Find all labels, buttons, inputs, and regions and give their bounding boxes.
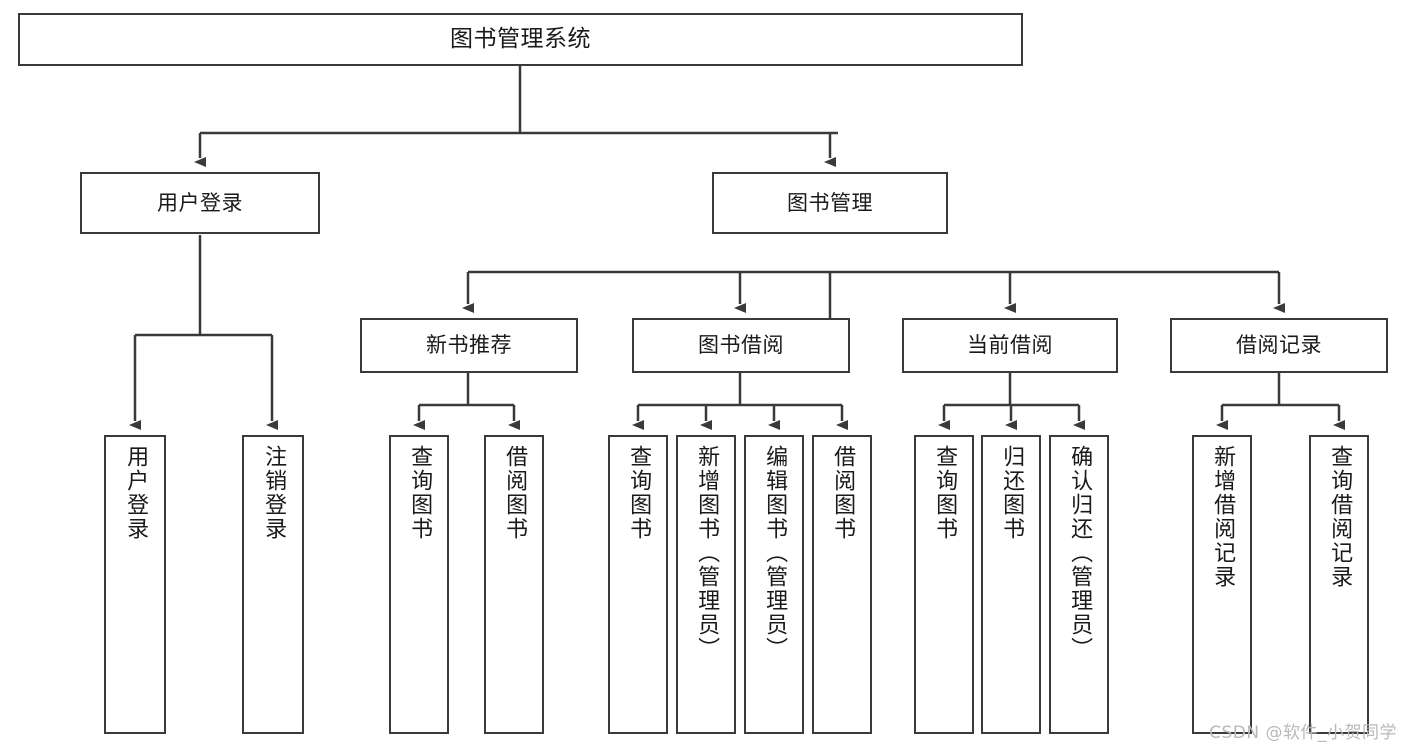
node-label: 图书管理系统 <box>450 26 591 53</box>
node-label: 归还图书 <box>999 445 1025 541</box>
node-label: 查询图书 <box>932 445 958 541</box>
node-label: 图书管理 <box>787 190 873 215</box>
node-label: 借阅记录 <box>1236 333 1322 358</box>
node-book-management[interactable]: 图书管理 <box>712 172 948 234</box>
node-label: 编辑图书（管理员） <box>762 445 788 661</box>
node-label: 新增图书（管理员） <box>694 445 720 661</box>
node-label: 新书推荐 <box>426 333 512 358</box>
leaf-user-login[interactable]: 用户登录 <box>104 435 166 734</box>
node-new-book-recommend[interactable]: 新书推荐 <box>360 318 578 373</box>
leaf-query-book-borrow[interactable]: 查询图书 <box>608 435 668 734</box>
node-label: 确认归还（管理员） <box>1067 445 1093 661</box>
node-root-book-management-system[interactable]: 图书管理系统 <box>18 13 1023 66</box>
node-label: 借阅图书 <box>502 445 528 541</box>
node-label: 当前借阅 <box>967 333 1053 358</box>
leaf-add-book-admin[interactable]: 新增图书（管理员） <box>676 435 736 734</box>
node-label: 查询图书 <box>407 445 433 541</box>
node-label: 图书借阅 <box>698 333 784 358</box>
leaf-query-book-current[interactable]: 查询图书 <box>914 435 974 734</box>
leaf-query-book-newbook[interactable]: 查询图书 <box>389 435 449 734</box>
node-label: 用户登录 <box>157 190 243 215</box>
leaf-borrow-book[interactable]: 借阅图书 <box>812 435 872 734</box>
node-user-login[interactable]: 用户登录 <box>80 172 320 234</box>
leaf-confirm-return-admin[interactable]: 确认归还（管理员） <box>1049 435 1109 734</box>
leaf-edit-book-admin[interactable]: 编辑图书（管理员） <box>744 435 804 734</box>
node-label: 新增借阅记录 <box>1210 445 1236 589</box>
node-label: 查询借阅记录 <box>1327 445 1353 589</box>
node-current-borrow[interactable]: 当前借阅 <box>902 318 1118 373</box>
node-label: 注销登录 <box>261 445 287 541</box>
node-label: 查询图书 <box>626 445 652 541</box>
leaf-query-borrow-record[interactable]: 查询借阅记录 <box>1309 435 1369 734</box>
node-borrow-record[interactable]: 借阅记录 <box>1170 318 1388 373</box>
node-label: 用户登录 <box>123 445 149 541</box>
leaf-borrow-book-newbook[interactable]: 借阅图书 <box>484 435 544 734</box>
leaf-logout[interactable]: 注销登录 <box>242 435 304 734</box>
node-label: 借阅图书 <box>830 445 856 541</box>
leaf-return-book[interactable]: 归还图书 <box>981 435 1041 734</box>
node-book-borrow[interactable]: 图书借阅 <box>632 318 850 373</box>
leaf-add-borrow-record[interactable]: 新增借阅记录 <box>1192 435 1252 734</box>
watermark: CSDN @软件_小贺同学 <box>1209 723 1397 743</box>
